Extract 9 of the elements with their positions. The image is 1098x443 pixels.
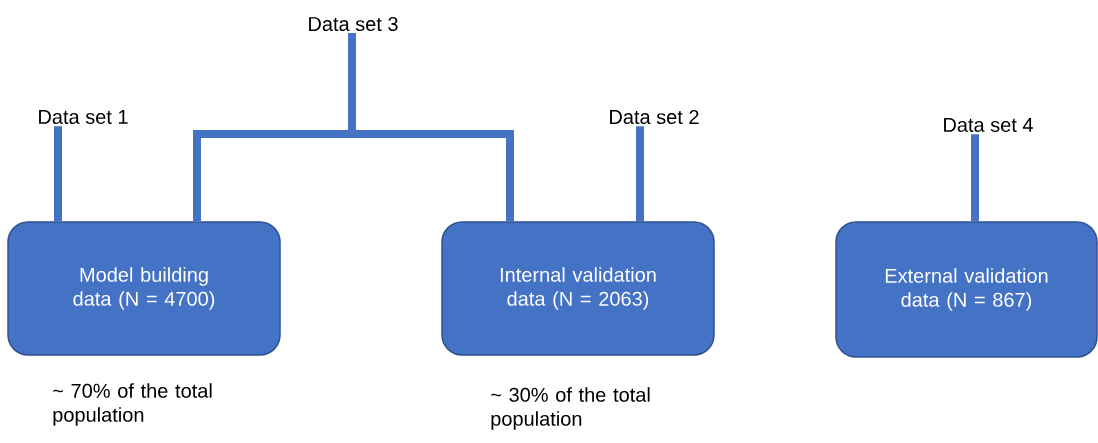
data-set-label: Data set 2	[610, 109, 699, 125]
share-note: ~ 30% of the total population	[491, 387, 650, 430]
data-box: External validation data (N = 867)	[835, 221, 1098, 358]
data-box: Model building data (N = 4700)	[7, 221, 281, 356]
share-note: ~ 70% of the total population	[53, 383, 212, 426]
data-set-label: Data set 4	[944, 118, 1033, 132]
data-set-label: Data set 3	[309, 16, 398, 32]
data-set-label: Data set 1	[39, 110, 128, 124]
data-box: Internal validation data (N = 2063)	[441, 221, 715, 356]
